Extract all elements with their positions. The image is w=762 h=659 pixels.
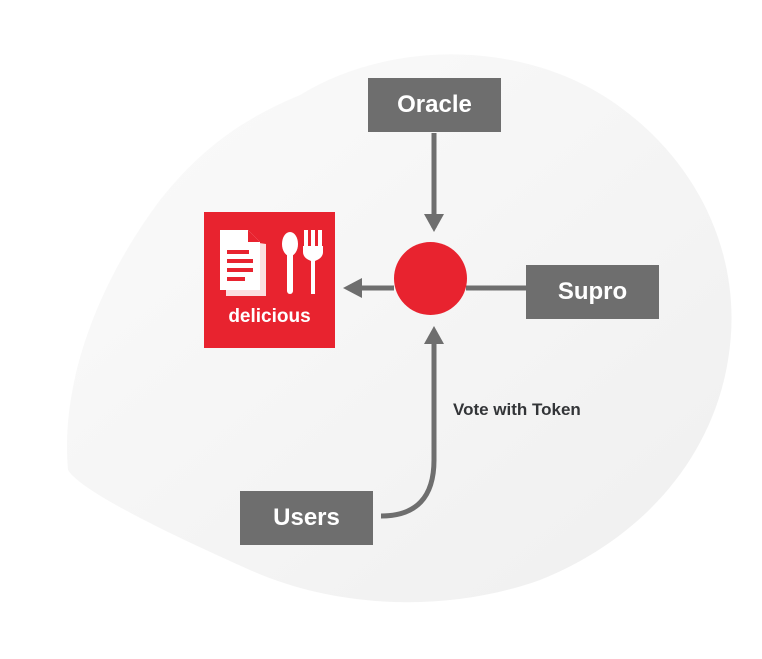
arrowhead-hub-bottom	[424, 326, 444, 344]
oracle-node: Oracle	[368, 78, 501, 132]
supro-label: Supro	[557, 278, 628, 305]
users-node: Users	[240, 491, 373, 545]
supro-node: Supro	[526, 265, 659, 319]
delicious-app-tile: delicious	[204, 212, 335, 348]
arrowhead-oracle	[424, 214, 444, 232]
documents-icon	[220, 230, 266, 296]
app-icon-group	[220, 230, 323, 296]
app-label: delicious	[228, 306, 311, 327]
arrowhead-app	[343, 278, 362, 298]
users-label: Users	[273, 504, 340, 531]
vote-with-token-label: Vote with Token	[453, 400, 581, 419]
fork-icon	[303, 230, 323, 294]
spoon-icon	[282, 232, 298, 294]
arrow-users-to-hub	[380, 340, 437, 519]
oracle-label: Oracle	[397, 91, 472, 118]
hub-circle	[394, 242, 467, 315]
